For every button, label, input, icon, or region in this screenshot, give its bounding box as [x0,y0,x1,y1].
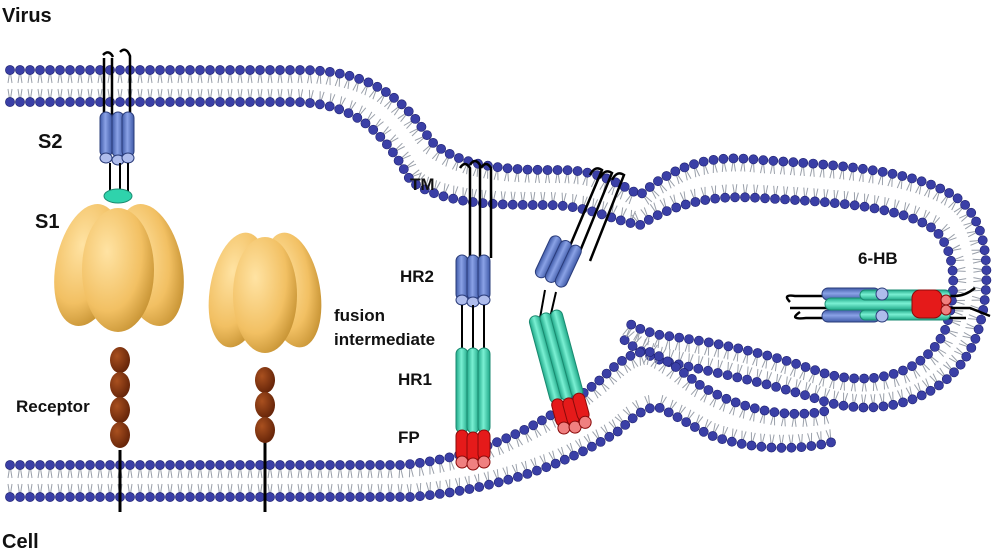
s1-shed [208,232,322,353]
label-hr2: HR2 [400,267,434,286]
spike-prefusion [54,48,184,332]
lipid-heads [5,97,959,384]
six-helix-bundle [785,287,991,323]
label-receptor: Receptor [16,397,90,416]
lipid-heads [5,347,830,470]
label-6hb: 6-HB [858,249,898,268]
label-cell: Cell [2,531,39,553]
label-fusion-line1: fusion [334,306,385,325]
receptor-1 [110,347,130,512]
lipid-bilayers [5,65,992,502]
lipid-heads [5,402,836,502]
label-virus: Virus [2,5,52,27]
label-tm: TM [410,175,435,194]
label-s1: S1 [35,211,59,233]
fusion-intermediate [455,159,493,471]
label-s2: S2 [38,131,62,153]
label-fusion-line2: intermediate [334,330,435,349]
folding-intermediate [528,167,626,435]
label-hr1: HR1 [398,370,432,389]
lipid-heads [5,65,992,413]
label-fp: FP [398,428,420,447]
receptor-2 [255,367,275,512]
